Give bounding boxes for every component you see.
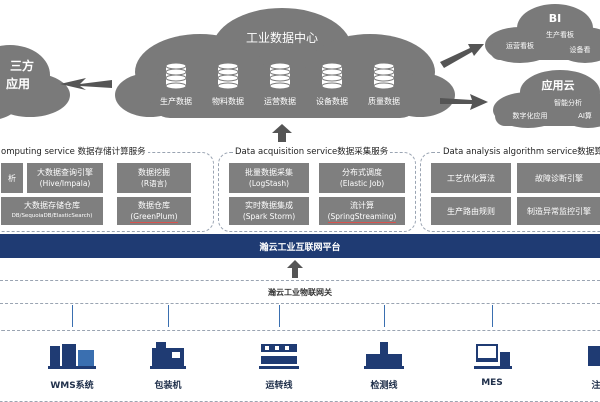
device-connector-line <box>492 305 493 327</box>
box-sublabel: (Spark Storm) <box>242 212 296 221</box>
box-label: 流计算 <box>350 200 374 210</box>
database-label: 质量数据 <box>368 96 400 106</box>
device-connector-line <box>168 305 169 327</box>
device-connector-line <box>279 305 280 327</box>
bi-cloud <box>485 4 600 63</box>
bi-item-1: 生产看板 <box>546 30 574 39</box>
box-label: 大数据查询引擎 <box>37 168 93 177</box>
bi-title: BI <box>549 12 561 25</box>
platform-bar: 瀚云工业互联网平台 <box>0 234 600 258</box>
conveyor-line-icon <box>259 344 299 369</box>
routing-rules-box: 生产路由规则 <box>431 197 511 225</box>
analysis-algorithm-title: Data analysis algorithm service数据算 <box>441 145 600 157</box>
mes-icon <box>474 344 512 369</box>
storage-warehouse-box: 大数据存储仓库 DB/SequoiaDB/ElasticSearch) <box>1 197 103 225</box>
box-sublabel: (SpringStreaming) <box>327 211 397 223</box>
box-sublabel: (Hive/Impala) <box>39 179 91 188</box>
box-sublabel: (R语言) <box>140 179 168 188</box>
box-label: 数据仓库 <box>138 200 170 210</box>
box-sublabel: (Elastic Job) <box>339 179 385 188</box>
data-center-cloud <box>115 8 455 118</box>
database-icon <box>269 62 291 90</box>
data-warehouse-box: 数据仓库 (GreenPlum) <box>117 197 191 225</box>
batch-collection-box: 批量数据采集 (LogStash) <box>229 163 309 193</box>
device-label: 检测线 <box>370 381 398 391</box>
device-connector-line <box>72 305 73 327</box>
distributed-scheduling-box: 分布式调度 (Elastic Job) <box>319 163 405 193</box>
third-party-line2: 应用 <box>6 76 30 91</box>
device-label: MES <box>481 378 503 388</box>
bi-item-3: 设备看 <box>570 45 591 54</box>
injection-icon <box>588 346 600 366</box>
stream-computing-box: 流计算 (SpringStreaming) <box>319 197 405 225</box>
box-label: 分布式调度 <box>342 168 382 177</box>
box-label: 工艺优化算法 <box>447 173 495 183</box>
database-icons: 生产数据 物料数据 运营数据 设备数据 质量数据 <box>160 62 400 106</box>
box-label: 生产路由规则 <box>447 206 495 216</box>
storage-compute-panel: omputing service 数据存储计算服务 析 大数据查询引擎 (Hiv… <box>0 145 214 232</box>
database-label: 运营数据 <box>264 96 296 106</box>
fault-diagnosis-box: 故障诊断引擎 <box>517 163 600 193</box>
process-optimization-box: 工艺优化算法 <box>431 163 511 193</box>
realtime-integration-box: 实时数据集成 (Spark Storm) <box>229 197 309 225</box>
wms-system-icon <box>48 344 96 369</box>
database-label: 设备数据 <box>316 96 348 106</box>
app-item-1: 智能分析 <box>554 98 582 107</box>
box-label: 故障诊断引擎 <box>535 173 583 183</box>
device-label: WMS系统 <box>50 381 94 391</box>
data-mining-box: 数据挖掘 (R语言) <box>117 163 191 193</box>
app-item-2: 数字化应用 <box>513 111 548 120</box>
inspection-line-icon <box>364 342 404 369</box>
storage-compute-title: omputing service 数据存储计算服务 <box>0 145 148 157</box>
device-label: 运转线 <box>265 381 293 391</box>
analysis-algorithm-panel: Data analysis algorithm service数据算 工艺优化算… <box>420 145 600 232</box>
up-arrow-icon <box>272 124 292 142</box>
database-icon <box>321 62 343 90</box>
database-label: 物料数据 <box>212 96 244 106</box>
arrow-to-bi-icon <box>440 44 484 68</box>
third-party-cloud <box>0 45 70 119</box>
packaging-machine-icon <box>150 342 186 369</box>
query-engine-box: 大数据查询引擎 (Hive/Impala) <box>27 163 103 193</box>
arrow-to-app-icon <box>440 94 488 110</box>
box-label: 数据挖掘 <box>138 168 170 177</box>
app-title: 应用云 <box>542 78 575 92</box>
database-label: 生产数据 <box>160 96 192 106</box>
box-sublabel: (LogStash) <box>248 179 290 188</box>
bi-item-2: 运营看板 <box>506 41 534 50</box>
third-party-line1: 三方 <box>10 58 34 73</box>
data-center-title: 工业数据中心 <box>246 30 318 45</box>
device-label: 包装机 <box>154 381 182 391</box>
gateway-up-arrow-icon <box>287 260 303 278</box>
data-acquisition-title: Data acquisition service数据采集服务 <box>233 145 391 157</box>
box-sublabel: (GreenPlum) <box>130 211 178 223</box>
cloud-arrows <box>60 44 488 110</box>
box-sublabel: DB/SequoiaDB/ElasticSearch) <box>11 213 93 219</box>
box-label: 制造异常监控引擎 <box>527 206 591 216</box>
gateway-bar: 瀚云工业物联网关 <box>0 280 600 304</box>
analysis-box: 析 <box>1 163 23 193</box>
device-connector-line <box>384 305 385 327</box>
box-label: 大数据存储仓库 <box>24 201 80 210</box>
database-icon <box>373 62 395 90</box>
cloud-layer: 三方 应用 工业数据中心 生产数据 物料数据 运营数据 设备数据 质量数据 BI 生产看… <box>0 4 600 128</box>
data-acquisition-panel: Data acquisition service数据采集服务 批量数据采集 (L… <box>218 145 416 232</box>
box-label: 批量数据采集 <box>245 168 293 177</box>
device-label: 注 <box>591 381 600 391</box>
box-label: 析 <box>8 173 16 183</box>
app-item-3: AI算 <box>578 111 592 120</box>
database-icon <box>165 62 187 90</box>
anomaly-monitoring-box: 制造异常监控引擎 <box>517 197 600 225</box>
device-icons <box>48 342 600 369</box>
arrow-to-third-party-icon <box>60 78 112 90</box>
box-label: 实时数据集成 <box>245 201 293 210</box>
app-cloud <box>493 70 600 128</box>
database-icon <box>217 62 239 90</box>
